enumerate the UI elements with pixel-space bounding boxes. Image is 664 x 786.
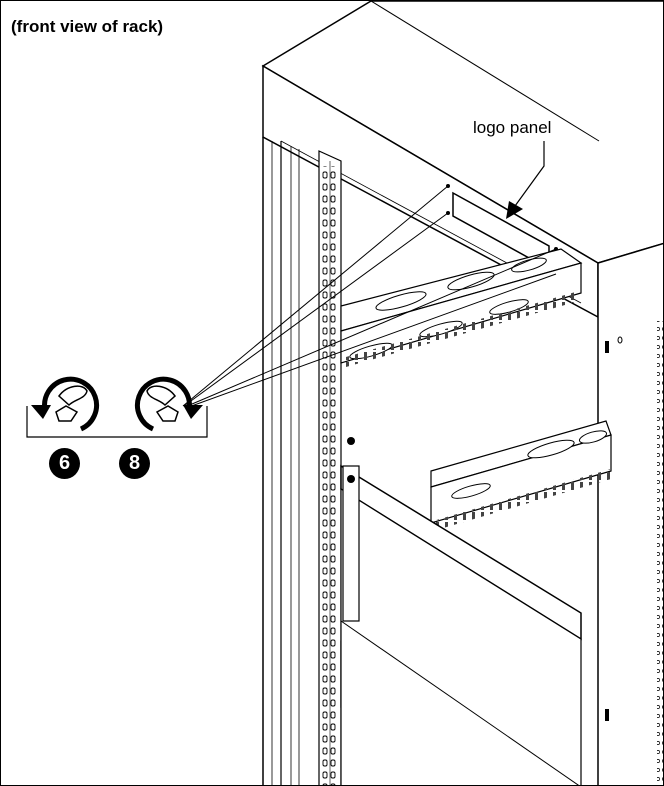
- horizontal-cross-brace: [340, 437, 582, 785]
- screw-leader-lines: [182, 185, 557, 409]
- lower-shelf-rail: [430, 420, 612, 531]
- rack-right-side-panel: [597, 242, 663, 785]
- vertical-mounting-rail: [318, 150, 342, 785]
- rack-left-frame: [262, 137, 300, 785]
- step-number-6: 6: [49, 448, 80, 479]
- step-number-8: 8: [119, 448, 150, 479]
- figure-title: (front view of rack): [11, 17, 164, 36]
- hand-rotate-clockwise-icon: [134, 376, 203, 432]
- logo-panel-label: logo panel: [473, 118, 552, 137]
- logo-panel-callout-arrow: [506, 141, 545, 219]
- rotation-icon-bracket: [26, 406, 208, 438]
- hand-rotate-counterclockwise-icon: [31, 376, 100, 432]
